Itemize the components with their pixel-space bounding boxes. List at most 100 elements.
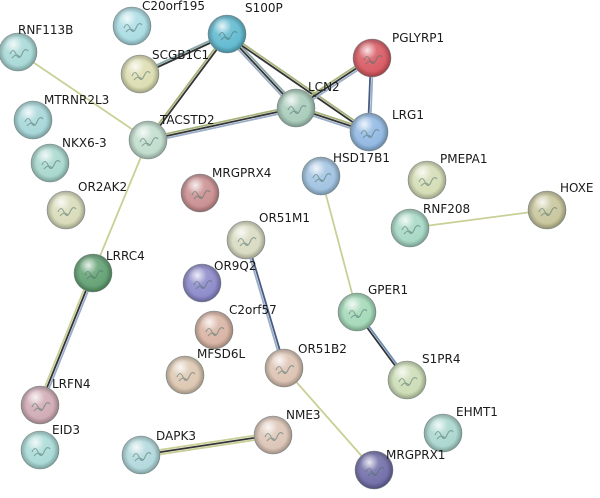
node-or9q2[interactable]: OR9Q2 [182,259,257,303]
node-highlight [21,386,59,424]
edge-line [17,51,149,141]
protein-structure-icon [31,447,51,457]
edge-line [409,209,548,229]
node-label: SCGB1C1 [152,48,209,62]
node-nme3[interactable]: NME3 [253,408,321,455]
node-c20orf195[interactable]: C20orf195 [112,0,205,46]
node-gper1[interactable]: GPER1 [337,283,408,332]
node-label: OR51B2 [298,342,347,356]
node-hsd17b1[interactable]: HSD17B1 [301,151,390,196]
protein-structure-icon [139,137,159,147]
node-ehmt1[interactable]: EHMT1 [423,405,498,453]
protein-structure-icon [123,23,143,33]
edge-line [147,107,297,141]
node-lrfn4[interactable]: LRFN4 [20,377,91,425]
node-label: HOXE [560,181,594,195]
node-highlight [265,349,303,387]
node-mrgprx1[interactable]: MRGPRX1 [354,448,445,490]
edge-line [37,271,92,406]
node-mtrnr2l3[interactable]: MTRNR2L3 [13,93,109,140]
protein-structure-icon [41,160,61,170]
node-or51m1[interactable]: OR51M1 [226,211,310,260]
edge-line [139,431,274,454]
node-highlight [208,15,246,53]
node-highlight [408,161,446,199]
edge-s100p-lrg1 [225,32,371,134]
protein-structure-icon [418,177,438,187]
edge-line [147,109,298,144]
node-label: TACSTD2 [159,113,215,127]
edge-dapk3-nme3 [139,431,275,459]
node-label: PGLYRP1 [392,31,444,45]
node-eid3[interactable]: EID3 [20,423,80,470]
node-label: S1PR4 [422,352,460,366]
edge-tacstd2-lcn2 [146,104,298,144]
node-or2ak2[interactable]: OR2AK2 [46,180,127,230]
node-scgb1c1[interactable]: SCGB1C1 [120,48,209,94]
node-highlight [338,293,376,331]
edge-line [244,239,284,370]
protein-structure-icon [360,129,380,139]
node-highlight [355,451,393,489]
protein-structure-icon [348,309,368,319]
node-lcn2[interactable]: LCN2 [276,80,340,128]
node-highlight [122,436,160,474]
protein-structure-icon [275,365,295,375]
node-tacstd2[interactable]: TACSTD2 [128,113,215,160]
node-label: LRFN4 [52,377,91,391]
node-rnf208[interactable]: RNF208 [390,202,470,248]
node-rnf113b[interactable]: RNF113B [0,23,73,72]
node-highlight [254,416,292,454]
node-label: HSD17B1 [333,151,390,165]
protein-structure-icon [312,173,332,183]
node-highlight [227,221,265,259]
node-label: LRRC4 [106,249,145,263]
edge-line [147,33,229,142]
node-lrrc4[interactable]: LRRC4 [73,249,145,293]
node-highlight [391,209,429,247]
node-highlight [166,356,204,394]
protein-structure-icon [287,105,307,115]
node-highlight [0,33,37,71]
node-s1pr4[interactable]: S1PR4 [387,352,460,400]
node-mfsd6l[interactable]: MFSD6L [165,347,246,395]
protein-structure-icon [131,71,151,81]
protein-structure-icon [264,432,284,442]
node-pmepa1[interactable]: PMEPA1 [407,152,487,200]
node-c2orf57[interactable]: C2orf57 [194,303,277,350]
node-label: MTRNR2L3 [44,93,109,107]
node-or51b2[interactable]: OR51B2 [264,342,347,388]
node-pglyrp1[interactable]: PGLYRP1 [352,31,444,78]
edge-line [140,434,274,456]
node-lrg1[interactable]: LRG1 [349,108,424,152]
node-label: LRG1 [392,108,424,122]
edge-line [226,32,371,132]
node-hoxe[interactable]: HOXE [527,181,594,230]
node-nkx6_3[interactable]: NKX6-3 [30,136,107,183]
node-mrgprx4[interactable]: MRGPRX4 [180,166,271,213]
node-s100p[interactable]: S100P [207,1,283,54]
node-label: GPER1 [368,283,408,297]
node-label: LCN2 [308,80,340,94]
node-dapk3[interactable]: DAPK3 [121,429,196,475]
protein-structure-icon [31,402,51,412]
node-highlight [195,311,233,349]
edge-line [92,139,149,274]
node-label: EHMT1 [456,405,498,419]
node-highlight [74,254,112,292]
protein-structure-icon [132,452,152,462]
protein-structure-icon [176,372,196,382]
protein-structure-icon [401,225,421,235]
node-label: OR2AK2 [78,180,127,194]
edge-or51m1-or51b2 [244,238,286,370]
edge-line [41,272,96,407]
protein-structure-icon [24,117,44,127]
protein-structure-icon [237,237,257,247]
node-label: MFSD6L [197,347,246,361]
edge-tacstd2-s100p [146,32,229,142]
protein-structure-icon [398,377,418,387]
node-highlight [181,174,219,212]
node-highlight [31,144,69,182]
